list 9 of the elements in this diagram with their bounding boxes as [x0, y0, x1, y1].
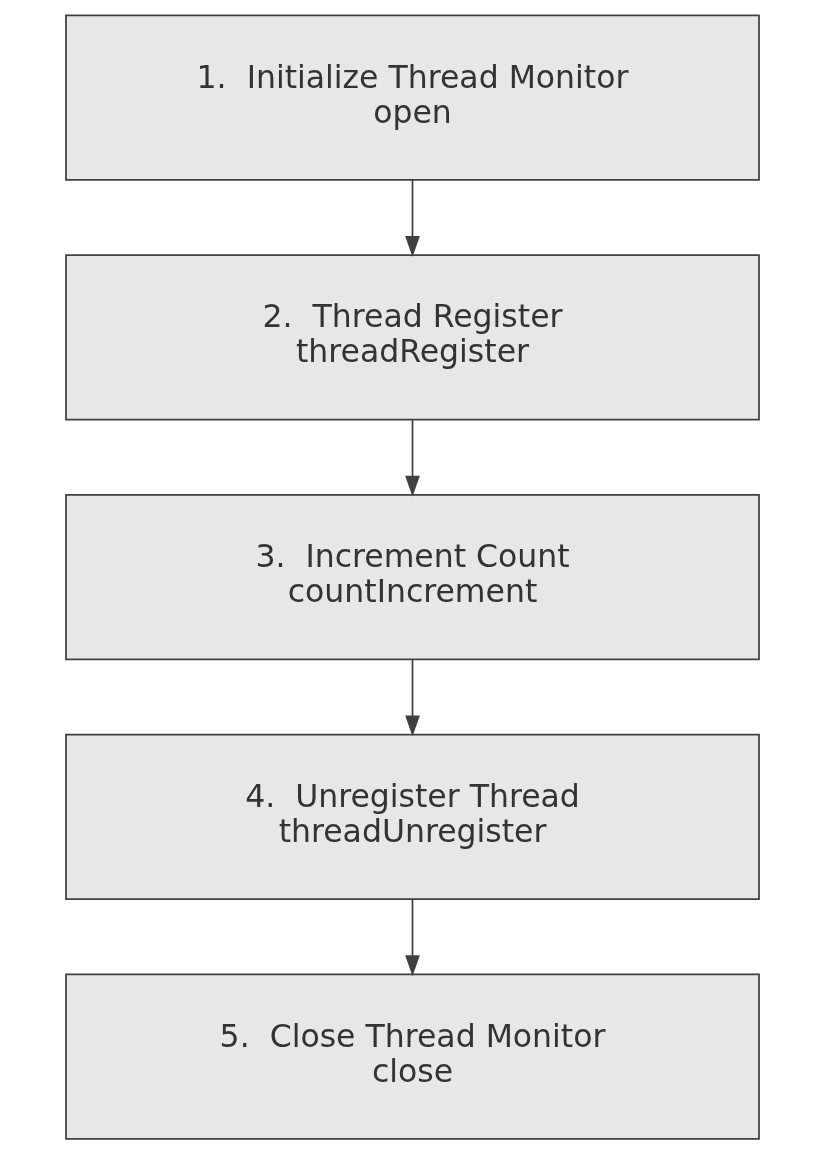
- node-box: 1. Initialize Thread Monitor open: [65, 14, 760, 181]
- arrow: [405, 898, 420, 977]
- arrow: [405, 418, 420, 497]
- node-box: 3. Increment Count countIncrement: [65, 493, 760, 661]
- arrow: [405, 658, 420, 737]
- arrow: [405, 179, 420, 258]
- node-box: 4. Unregister Thread threadUnregister: [65, 733, 760, 900]
- node-box: 2. Thread Register threadRegister: [65, 254, 760, 421]
- node-box: 5. Close Thread Monitor close: [65, 973, 760, 1140]
